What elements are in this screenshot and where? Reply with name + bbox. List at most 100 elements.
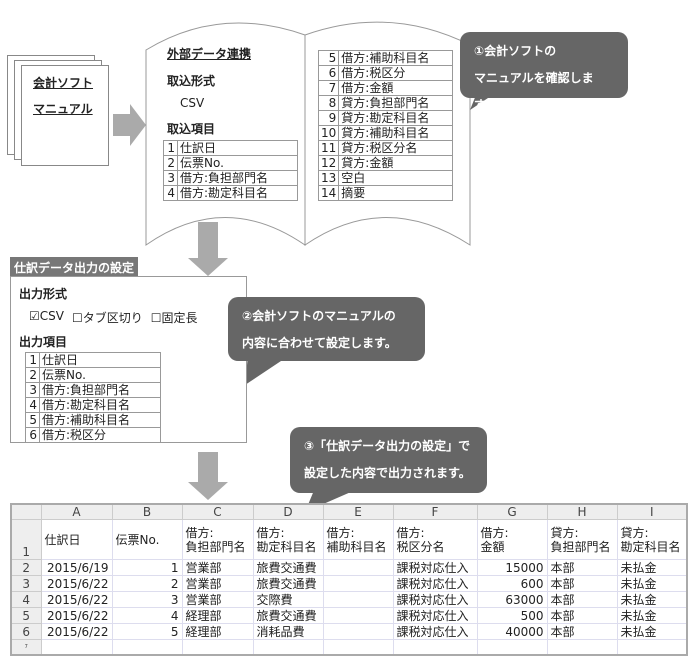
item-number: 5 <box>25 412 40 428</box>
cell[interactable]: 経理部 <box>181 623 254 640</box>
header-cell[interactable]: 借方:負担部門名 <box>181 519 254 560</box>
cell[interactable]: 課税対応仕入 <box>392 607 478 624</box>
cell[interactable]: 本部 <box>546 559 618 576</box>
callout-2-line2: 内容に合わせて設定します。 <box>242 336 397 350</box>
cell[interactable]: 未払金 <box>616 591 688 608</box>
cell[interactable] <box>322 559 394 576</box>
cell[interactable] <box>392 639 478 656</box>
format-option-3[interactable]: ☐固定長 <box>151 309 198 326</box>
cell[interactable]: 本部 <box>546 575 618 592</box>
cell[interactable]: 旅費交通費 <box>252 559 324 576</box>
row-number[interactable]: 3 <box>10 575 42 592</box>
cell[interactable] <box>111 639 183 656</box>
column-header[interactable]: A <box>40 503 113 520</box>
cell[interactable]: 経理部 <box>181 607 254 624</box>
row-number[interactable]: 7 <box>10 639 42 656</box>
cell[interactable]: 40000 <box>476 623 548 640</box>
cell[interactable]: 旅費交通費 <box>252 575 324 592</box>
cell[interactable] <box>616 639 688 656</box>
cell[interactable] <box>322 591 394 608</box>
checked-checkbox-icon[interactable]: ☑ <box>29 309 40 323</box>
cell[interactable]: 消耗品費 <box>252 623 324 640</box>
header-line1: 借方: <box>256 525 285 540</box>
header-cell[interactable]: 仕訳日 <box>40 519 113 560</box>
cell[interactable] <box>322 623 394 640</box>
cell[interactable]: 本部 <box>546 623 618 640</box>
cell[interactable]: 未払金 <box>616 607 688 624</box>
column-header[interactable]: B <box>111 503 183 520</box>
cell[interactable] <box>322 639 394 656</box>
cell[interactable] <box>476 639 548 656</box>
cell[interactable]: 2015/6/22 <box>40 575 113 592</box>
cell[interactable]: 5 <box>111 623 183 640</box>
cell[interactable]: 未払金 <box>616 623 688 640</box>
column-header[interactable]: G <box>476 503 548 520</box>
cell[interactable]: 営業部 <box>181 591 254 608</box>
cell[interactable]: 課税対応仕入 <box>392 559 478 576</box>
header-cell[interactable]: 借方:金額 <box>476 519 548 560</box>
header-cell[interactable]: 貸方:勘定科目名 <box>616 519 688 560</box>
cell[interactable]: 2015/6/22 <box>40 623 113 640</box>
cell[interactable]: 500 <box>476 607 548 624</box>
cell[interactable]: 課税対応仕入 <box>392 623 478 640</box>
column-header[interactable]: I <box>616 503 688 520</box>
item-name: 貸方:税区分名 <box>338 140 453 156</box>
format-option-1[interactable]: ☑CSV <box>29 309 64 326</box>
cell[interactable]: 未払金 <box>616 575 688 592</box>
book-format-label: 取込形式 <box>167 74 216 88</box>
format-option-2[interactable]: ☐タブ区切り <box>72 309 143 326</box>
column-header[interactable]: D <box>252 503 324 520</box>
cell[interactable] <box>252 639 324 656</box>
callout-2-tail <box>245 355 290 385</box>
column-header[interactable]: E <box>322 503 394 520</box>
cell[interactable]: 2015/6/22 <box>40 591 113 608</box>
cell[interactable]: 課税対応仕入 <box>392 575 478 592</box>
checkbox-icon[interactable]: ☐ <box>150 311 162 325</box>
header-cell[interactable]: 借方:補助科目名 <box>322 519 394 560</box>
row-number[interactable]: 1 <box>10 519 42 560</box>
cell[interactable] <box>546 639 618 656</box>
cell[interactable]: 1 <box>111 559 183 576</box>
row-number[interactable]: 6 <box>10 623 42 640</box>
manual-title-2: マニュアル <box>33 102 93 116</box>
cell[interactable]: 営業部 <box>181 575 254 592</box>
header-cell[interactable]: 伝票No. <box>111 519 183 560</box>
cell[interactable]: 2015/6/19 <box>40 559 113 576</box>
cell[interactable]: 本部 <box>546 591 618 608</box>
row-number[interactable]: 4 <box>10 591 42 608</box>
settings-title: 仕訳データ出力の設定 <box>10 257 139 278</box>
cell[interactable] <box>181 639 254 656</box>
cell[interactable]: 3 <box>111 591 183 608</box>
header-cell[interactable]: 借方:勘定科目名 <box>252 519 324 560</box>
cell[interactable]: 2015/6/22 <box>40 607 113 624</box>
cell[interactable]: 交際費 <box>252 591 324 608</box>
checkbox-icon[interactable]: ☐ <box>71 311 83 325</box>
cell[interactable] <box>40 639 113 656</box>
row-number[interactable]: 5 <box>10 607 42 624</box>
cell[interactable]: 課税対応仕入 <box>392 591 478 608</box>
cell[interactable]: 600 <box>476 575 548 592</box>
book-title: 外部データ連携 <box>167 47 252 61</box>
cell[interactable] <box>322 607 394 624</box>
cell[interactable]: 15000 <box>476 559 548 576</box>
cell[interactable]: 旅費交通費 <box>252 607 324 624</box>
row-number[interactable]: 2 <box>10 559 42 576</box>
item-number: 12 <box>317 155 340 171</box>
select-all-corner[interactable] <box>10 503 42 520</box>
cell[interactable]: 63000 <box>476 591 548 608</box>
column-header[interactable]: H <box>546 503 618 520</box>
cell[interactable]: 未払金 <box>616 559 688 576</box>
cell[interactable]: 営業部 <box>181 559 254 576</box>
cell[interactable]: 本部 <box>546 607 618 624</box>
cell[interactable]: 4 <box>111 607 183 624</box>
column-header[interactable]: F <box>392 503 478 520</box>
header-cell[interactable]: 借方:税区分名 <box>392 519 478 560</box>
cell[interactable] <box>322 575 394 592</box>
header-cell[interactable]: 貸方:負担部門名 <box>546 519 618 560</box>
column-header[interactable]: C <box>181 503 254 520</box>
cell[interactable]: 2 <box>111 575 183 592</box>
